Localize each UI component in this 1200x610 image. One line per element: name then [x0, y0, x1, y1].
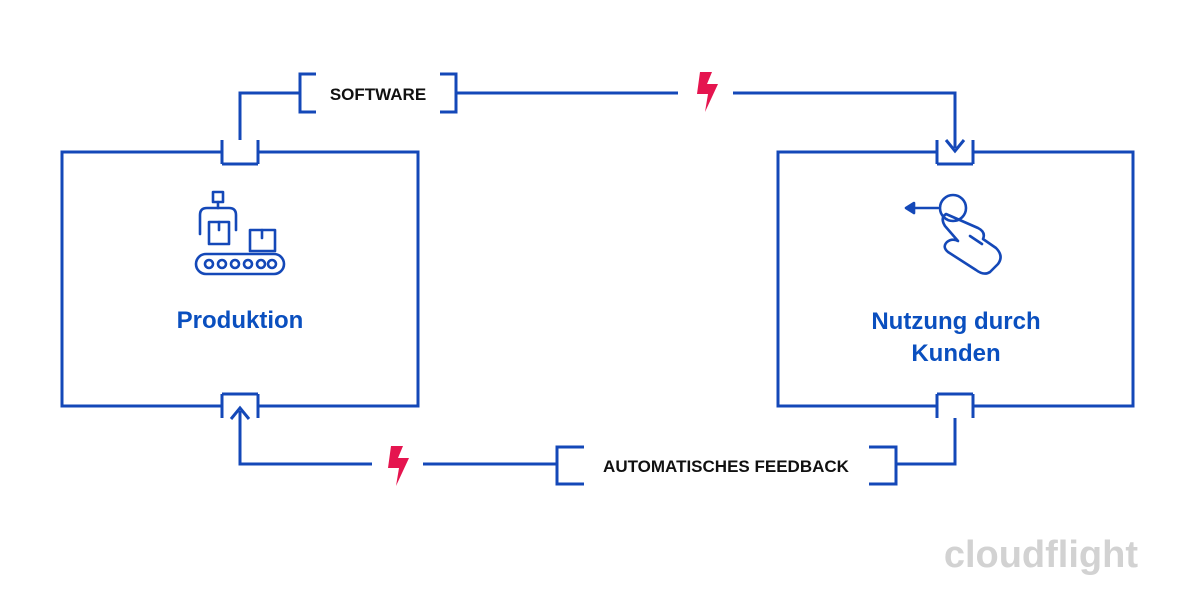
robot-arm-conveyor-icon: [194, 190, 286, 276]
production-box: [60, 140, 420, 418]
feedback-label: AUTOMATISCHES FEEDBACK: [603, 457, 850, 476]
usage-label-line1: Nutzung durch: [871, 308, 1040, 335]
production-label: Produktion: [177, 307, 304, 334]
feedback-label-bracket: [555, 445, 898, 486]
cloudflight-logo: cloudflight: [944, 534, 1139, 576]
software-label-bracket: [298, 72, 458, 114]
usage-label-line2: Kunden: [911, 340, 1000, 367]
feedback-flow-line: [229, 405, 957, 466]
lightning-bolt-icon: [697, 72, 718, 112]
software-flow-line: [238, 91, 966, 154]
software-label: SOFTWARE: [330, 85, 426, 104]
usage-box: [776, 140, 1135, 418]
lightning-bolt-icon: [388, 446, 409, 486]
swipe-hand-icon: [904, 193, 1002, 275]
